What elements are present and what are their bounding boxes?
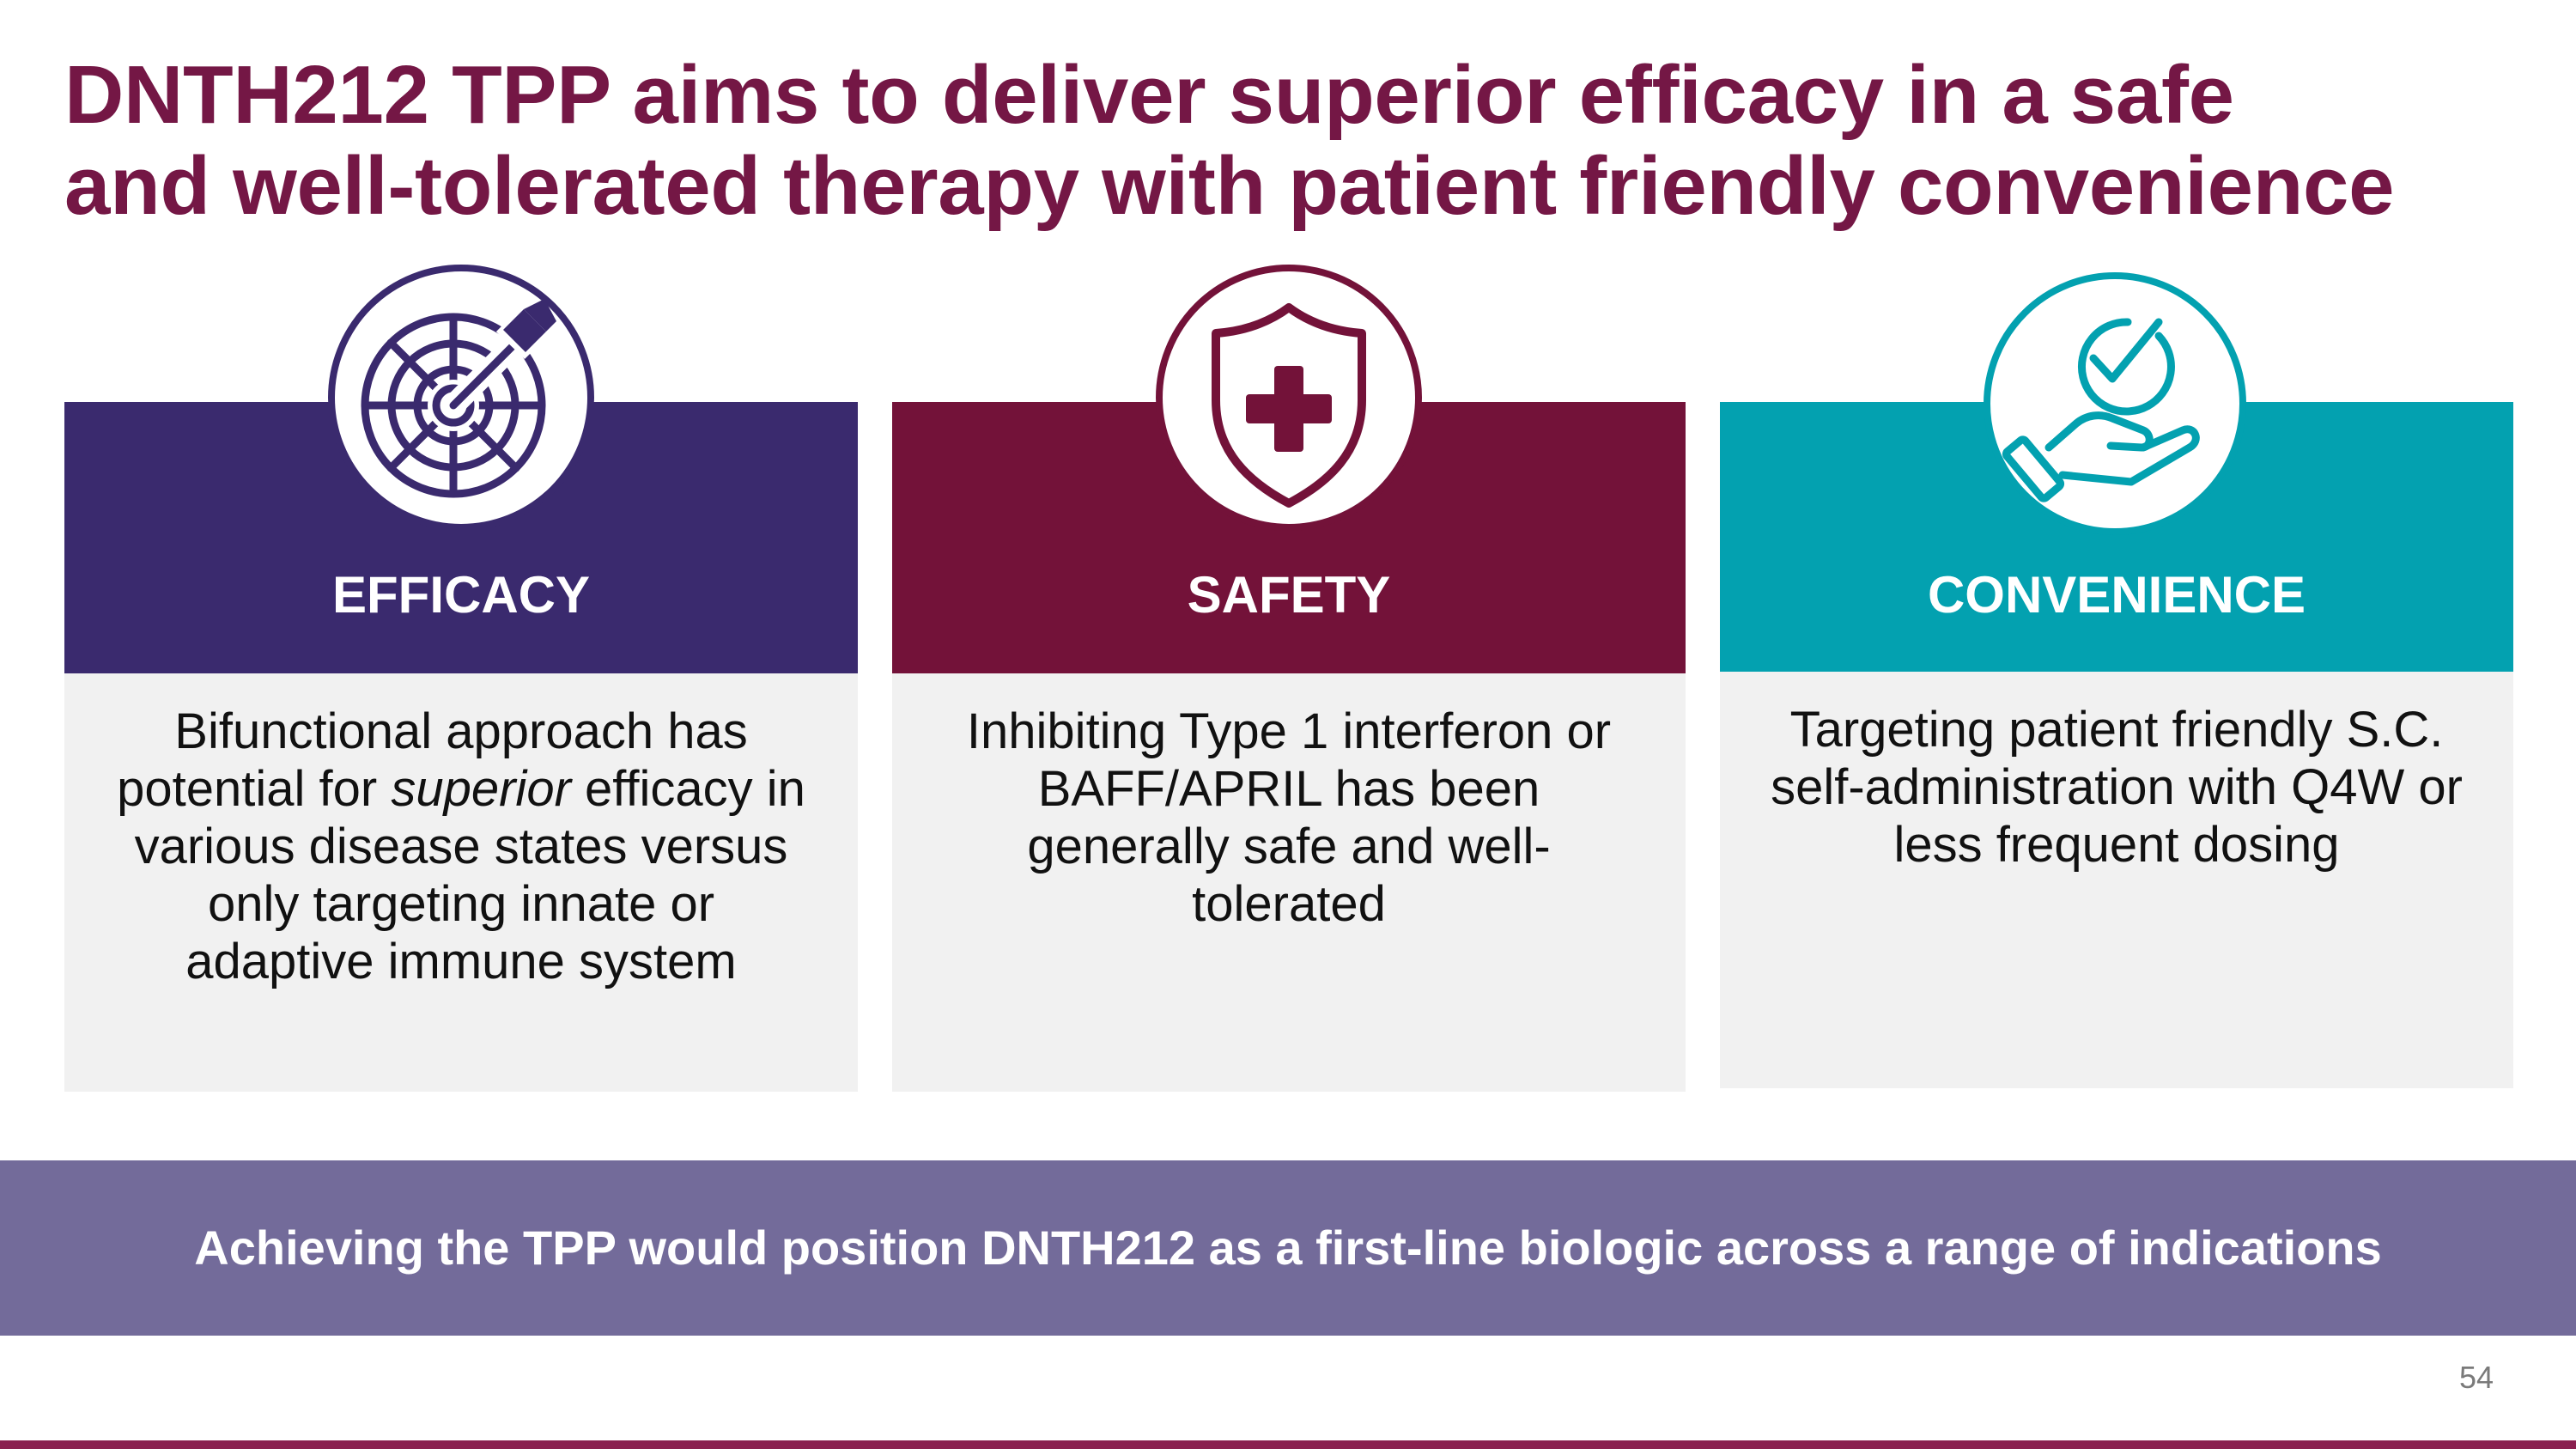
safety-description: Inhibiting Type 1 interferon or BAFF/APR… (966, 703, 1612, 932)
safety-card-body: Inhibiting Type 1 interferon or BAFF/APR… (892, 673, 1686, 1092)
efficacy-card-body: Bifunctional approach has potential for … (64, 673, 858, 1092)
shield-cross-icon (1156, 265, 1422, 531)
target-dart-icon (328, 265, 594, 531)
emphasis-superior: superior (391, 761, 571, 817)
page-number: 54 (2458, 1360, 2494, 1395)
hand-checkmark-icon (1984, 272, 2246, 535)
convenience-card-body: Targeting patient friendly S.C. self-adm… (1720, 672, 2513, 1088)
bottom-divider (0, 1440, 2576, 1449)
efficacy-label: EFFICACY (332, 566, 590, 624)
title-line-1: DNTH212 TPP aims to deliver superior eff… (64, 49, 2234, 141)
convenience-label: CONVENIENCE (1927, 566, 2306, 624)
page-title: DNTH212 TPP aims to deliver superior eff… (64, 50, 2537, 232)
efficacy-description: Bifunctional approach has potential for … (117, 703, 805, 989)
safety-label: SAFETY (1187, 566, 1391, 624)
conclusion-banner: Achieving the TPP would position DNTH212… (0, 1160, 2576, 1336)
convenience-description: Targeting patient friendly S.C. self-adm… (1771, 702, 2463, 873)
conclusion-text: Achieving the TPP would position DNTH212… (194, 1221, 2382, 1275)
title-line-2: and well-tolerated therapy with patient … (64, 140, 2395, 232)
